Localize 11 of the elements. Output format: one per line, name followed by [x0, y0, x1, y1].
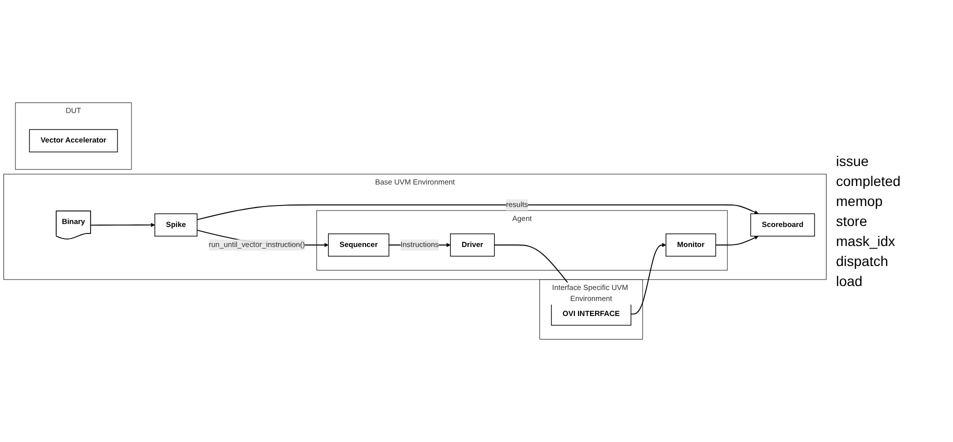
signal-label: memop	[836, 193, 884, 209]
signal-label: mask_idx	[836, 233, 896, 249]
signal-label: dispatch	[836, 253, 890, 269]
signal-label: load	[836, 273, 864, 289]
arrow	[196, 204, 758, 220]
signal-label: issue	[836, 153, 870, 169]
signal-label: completed	[836, 173, 902, 189]
arrow	[630, 242, 666, 315]
arrow	[90, 222, 155, 227]
signal-label: store	[836, 213, 868, 229]
arrow	[715, 236, 758, 246]
